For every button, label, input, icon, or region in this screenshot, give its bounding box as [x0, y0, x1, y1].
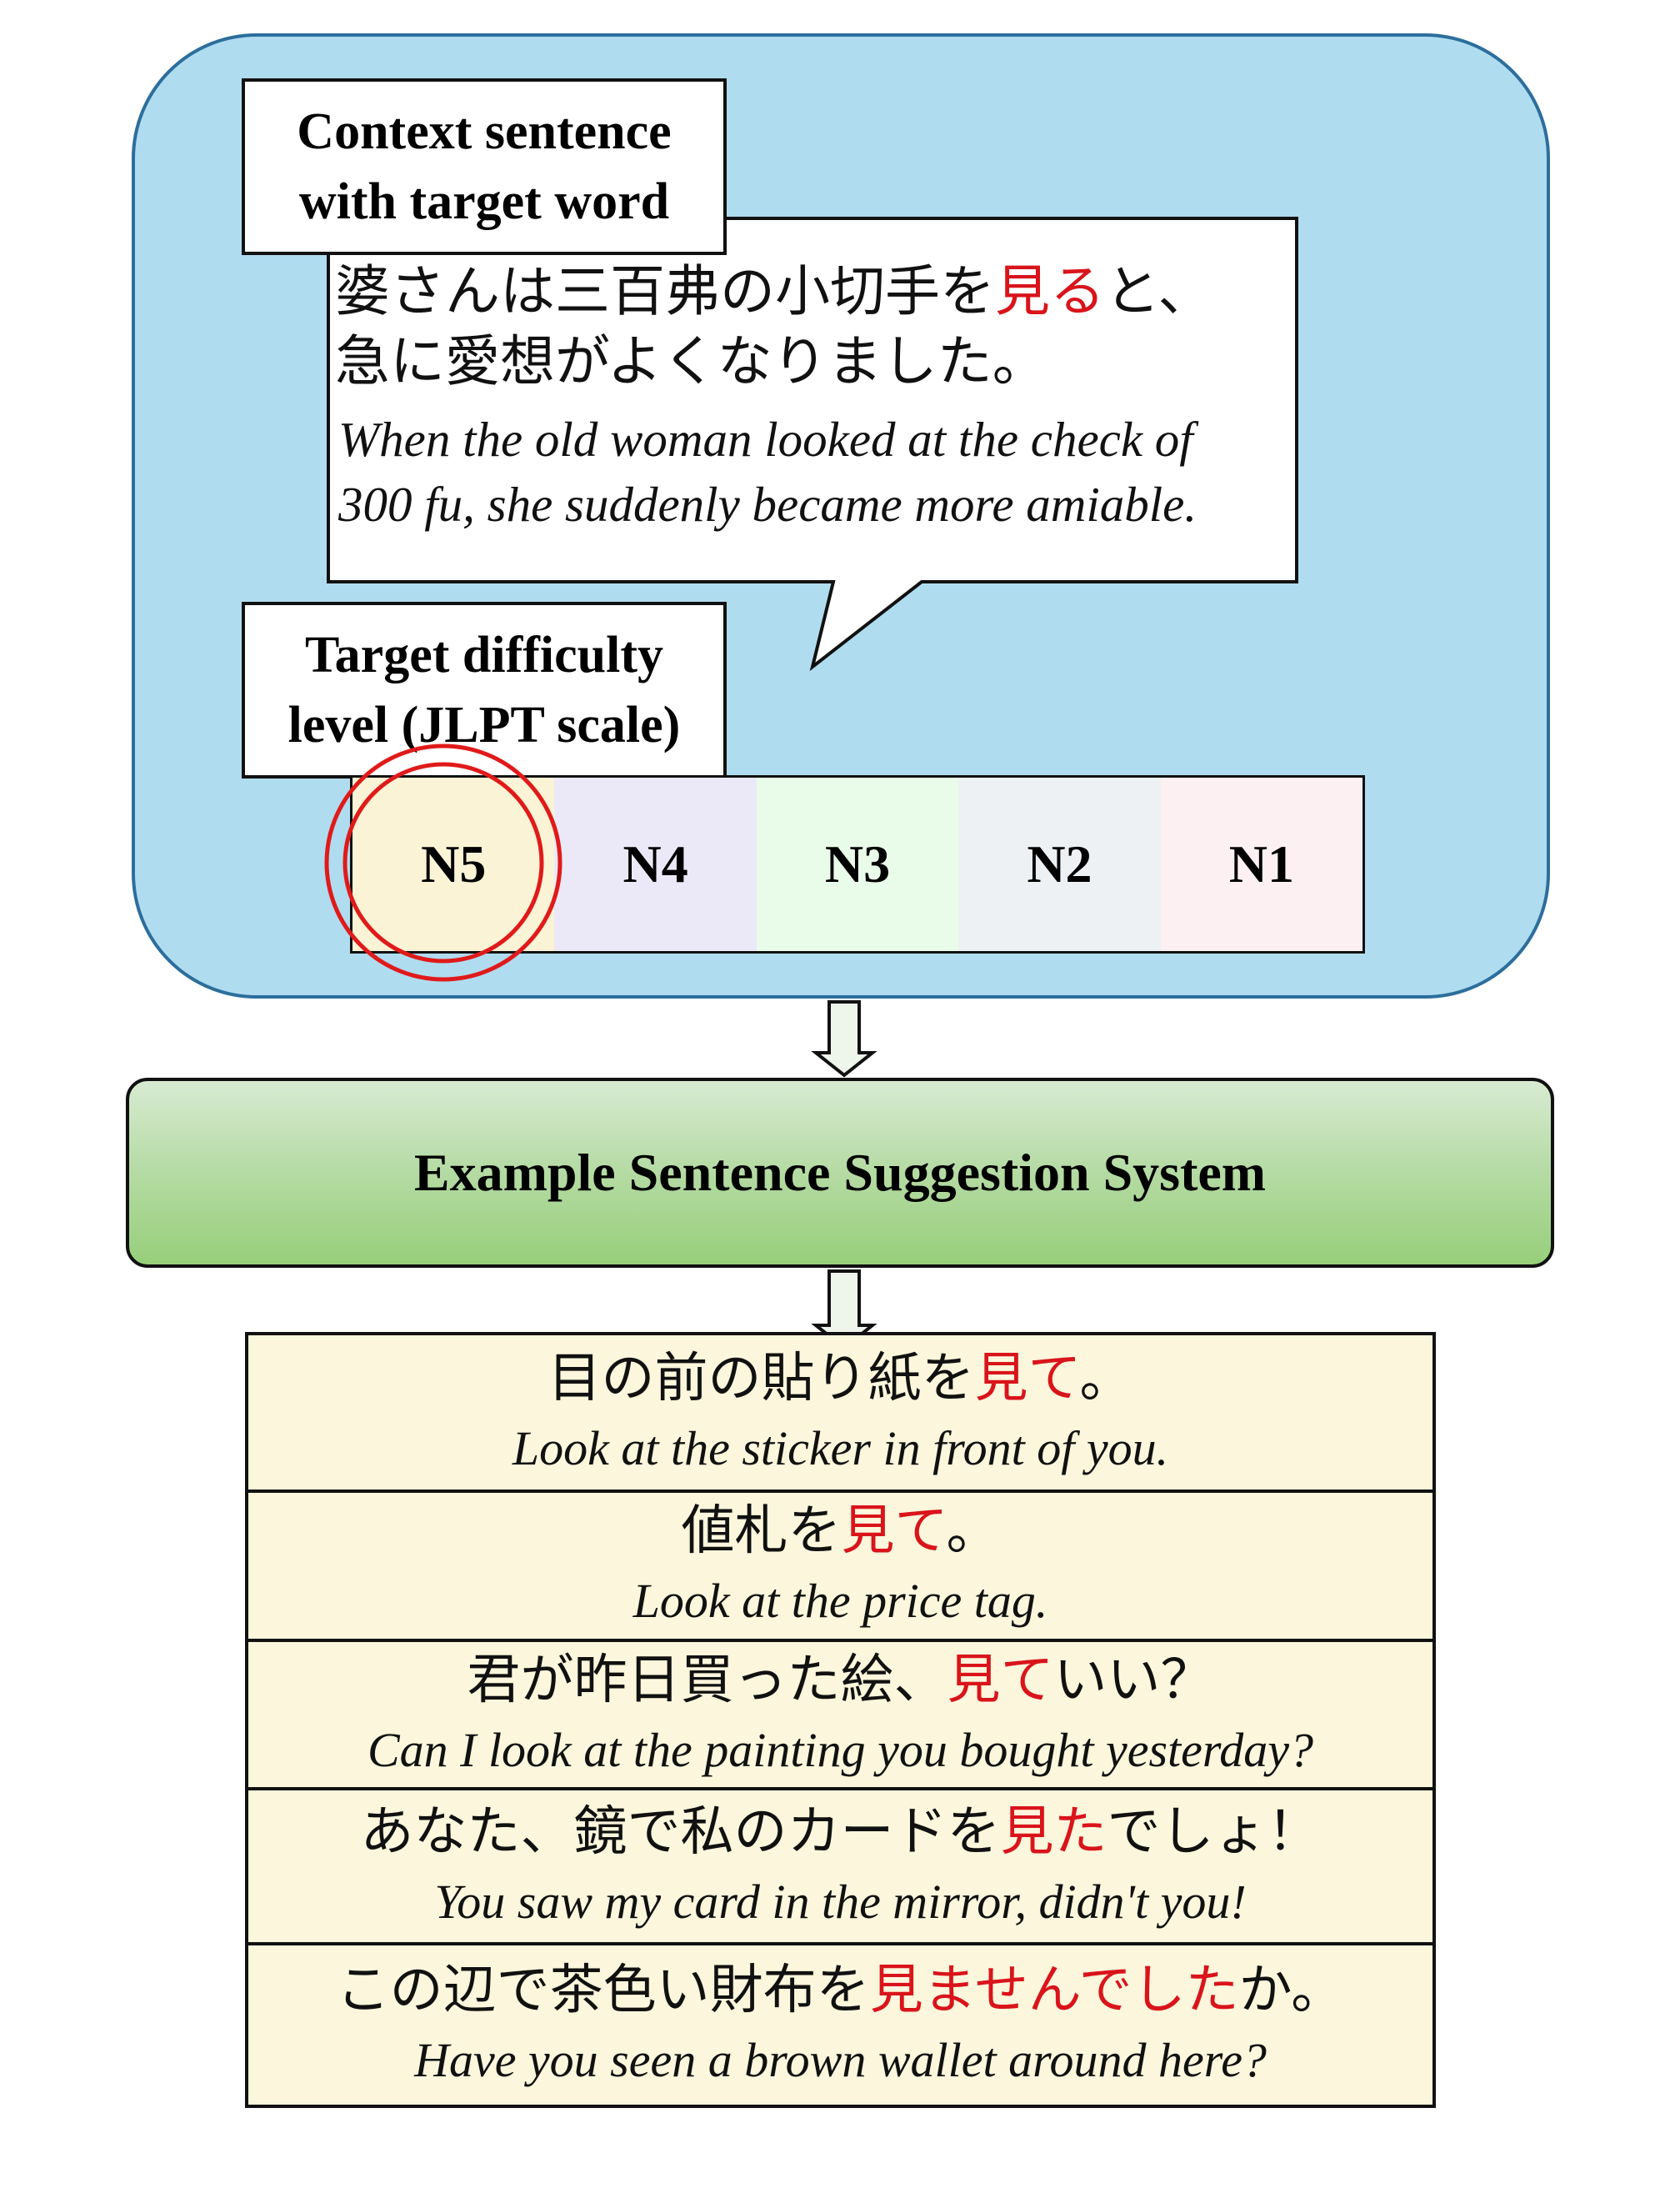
example-jp: 値札を見て。 [681, 1500, 1000, 1562]
example-en: Look at the sticker in front of you. [512, 1421, 1169, 1475]
example-sentence-suggestion-system: Example Sentence Suggestion System [126, 1078, 1554, 1268]
difficulty-label-line: Target difficulty [305, 627, 663, 683]
context-label-line: Context sentence [297, 103, 672, 160]
example-sentences-list: 目の前の貼り紙を見て。 Look at the sticker in front… [245, 1332, 1436, 2108]
jlpt-level-n5[interactable]: N5 [352, 778, 555, 951]
target-word: 見て [947, 1650, 1054, 1711]
example-jp: 君が昨日買った絵、見ていい？ [467, 1650, 1214, 1711]
context-jp-line-1: 婆さんは三百弗の小切手を見ると、 [335, 257, 1212, 327]
jlpt-level-n1[interactable]: N1 [1160, 778, 1363, 951]
example-jp: この辺で茶色い財布を見ませんでしたか。 [336, 1960, 1345, 2021]
list-item: あなた、鏡で私のカードを見たでしょ！ You saw my card in th… [248, 1790, 1432, 1945]
list-item: 値札を見て。 Look at the price tag. [248, 1493, 1432, 1642]
speech-bubble [327, 217, 1298, 672]
target-word: 見て [974, 1348, 1080, 1409]
list-item: 君が昨日買った絵、見ていい？ Can I look at the paintin… [248, 1642, 1432, 1790]
jlpt-level-n3[interactable]: N3 [756, 778, 959, 951]
jlpt-scale: N5 N4 N3 N2 N1 [350, 775, 1365, 954]
context-jp-line-2: 急に愛想がよくなりました。 [335, 329, 1048, 393]
target-word: 見ませんでした [869, 1960, 1239, 2021]
example-en: Look at the price tag. [632, 1574, 1048, 1628]
context-jp-text: 婆さんは三百弗の小切手を [335, 259, 995, 323]
context-sentence-label: Context sentence with target word [242, 78, 727, 255]
example-en: You saw my card in the mirror, didn't yo… [434, 1875, 1247, 1929]
target-word: 見て [841, 1500, 947, 1562]
example-jp: 目の前の貼り紙を見て。 [548, 1348, 1133, 1409]
difficulty-label-line: level (JLPT scale) [288, 697, 681, 754]
example-en: Have you seen a brown wallet around here… [414, 2033, 1267, 2087]
target-word: 見た [1000, 1801, 1108, 1863]
context-en-line-2: 300 fu, she suddenly became more amiable… [338, 477, 1198, 532]
example-en: Can I look at the painting you bought ye… [367, 1723, 1314, 1777]
jlpt-level-n4[interactable]: N4 [554, 778, 757, 951]
down-arrow-icon [811, 1000, 878, 1078]
context-en-line-1: When the old woman looked at the check o… [338, 412, 1193, 467]
target-word: 見る [995, 259, 1105, 323]
list-item: 目の前の貼り紙を見て。 Look at the sticker in front… [248, 1335, 1432, 1493]
context-label-line: with target word [298, 173, 670, 230]
context-jp-text: と、 [1105, 259, 1213, 323]
target-difficulty-label: Target difficulty level (JLPT scale) [242, 602, 727, 779]
system-label: Example Sentence Suggestion System [413, 1143, 1267, 1202]
jlpt-level-n2[interactable]: N2 [958, 778, 1161, 951]
list-item: この辺で茶色い財布を見ませんでしたか。 Have you seen a brow… [248, 1945, 1432, 2105]
example-jp: あなた、鏡で私のカードを見たでしょ！ [360, 1801, 1321, 1863]
